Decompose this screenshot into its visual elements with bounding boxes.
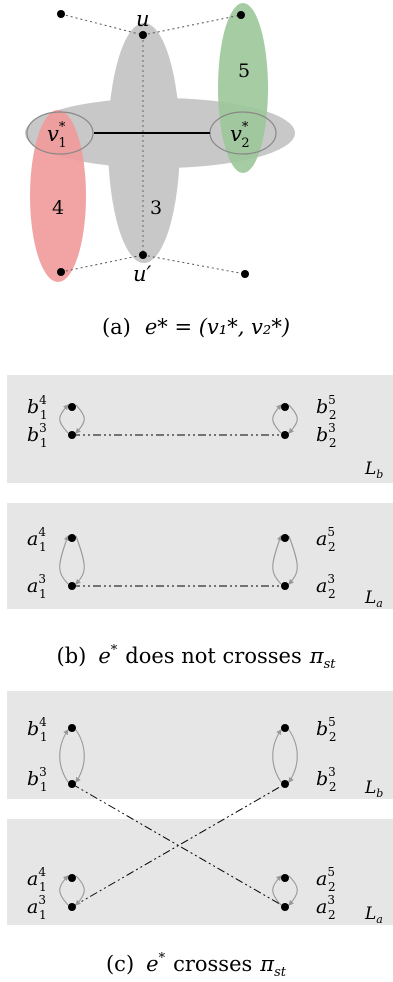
node-b25 — [281, 724, 289, 732]
region-3 — [108, 23, 180, 263]
node — [241, 270, 249, 278]
arc — [272, 729, 282, 783]
node — [57, 268, 65, 276]
arc — [59, 875, 69, 906]
node-a23 — [281, 903, 289, 911]
panel-a: u u′ v*1 v*2 3 4 5 (a)e* = (v₁*, v₂*) — [25, 3, 295, 339]
label-layer-La: La — [364, 588, 383, 610]
dotted-u-left — [60, 13, 144, 36]
label-layer-Lb: Lb — [364, 459, 383, 481]
dotted-uprime-right — [142, 254, 246, 275]
arc — [288, 729, 298, 783]
node-b23 — [281, 431, 289, 439]
node-a13 — [68, 582, 76, 590]
node — [237, 11, 245, 19]
node-b25 — [281, 403, 289, 411]
edge-a13-b23 — [71, 783, 286, 908]
arc — [288, 535, 298, 585]
label-u-prime: u′ — [133, 262, 152, 286]
node-v1-outline — [26, 111, 94, 155]
arc — [59, 404, 69, 434]
label-region-4: 4 — [52, 197, 64, 219]
band-La — [7, 503, 393, 609]
node-u-prime — [139, 251, 147, 259]
label-layer-Lb: Lb — [364, 778, 383, 800]
node-u — [139, 31, 147, 39]
band-Lb — [7, 375, 393, 483]
node-b23 — [281, 780, 289, 788]
node-b14 — [68, 403, 76, 411]
arc — [288, 404, 298, 434]
node-a14 — [68, 874, 76, 882]
node-a25 — [281, 874, 289, 882]
label-v1: v*1 — [47, 120, 67, 151]
node-b13 — [68, 431, 76, 439]
node-b13 — [68, 780, 76, 788]
dotted-uprime-left — [60, 254, 144, 273]
region-5 — [218, 3, 268, 173]
label-region-5: 5 — [238, 60, 250, 82]
label-layer-La: La — [364, 904, 383, 926]
dotted-u-right — [142, 14, 242, 36]
caption-a: (a)e* = (v₁*, v₂*) — [102, 315, 290, 339]
arc — [272, 875, 282, 906]
label-v2: v*2 — [230, 120, 250, 151]
arc — [272, 534, 283, 585]
arc — [75, 535, 85, 585]
node-a14 — [68, 534, 76, 542]
node-a23 — [281, 582, 289, 590]
node-b14 — [68, 724, 76, 732]
node-a25 — [281, 534, 289, 542]
node — [57, 10, 65, 18]
arc — [288, 875, 298, 906]
label-u: u — [136, 7, 150, 31]
arc — [75, 875, 85, 906]
arc — [75, 404, 85, 434]
label-region-3: 3 — [150, 197, 162, 219]
arc — [272, 404, 282, 434]
arc — [59, 729, 69, 783]
arc — [59, 534, 70, 585]
arc — [75, 729, 85, 783]
node-a13 — [68, 903, 76, 911]
